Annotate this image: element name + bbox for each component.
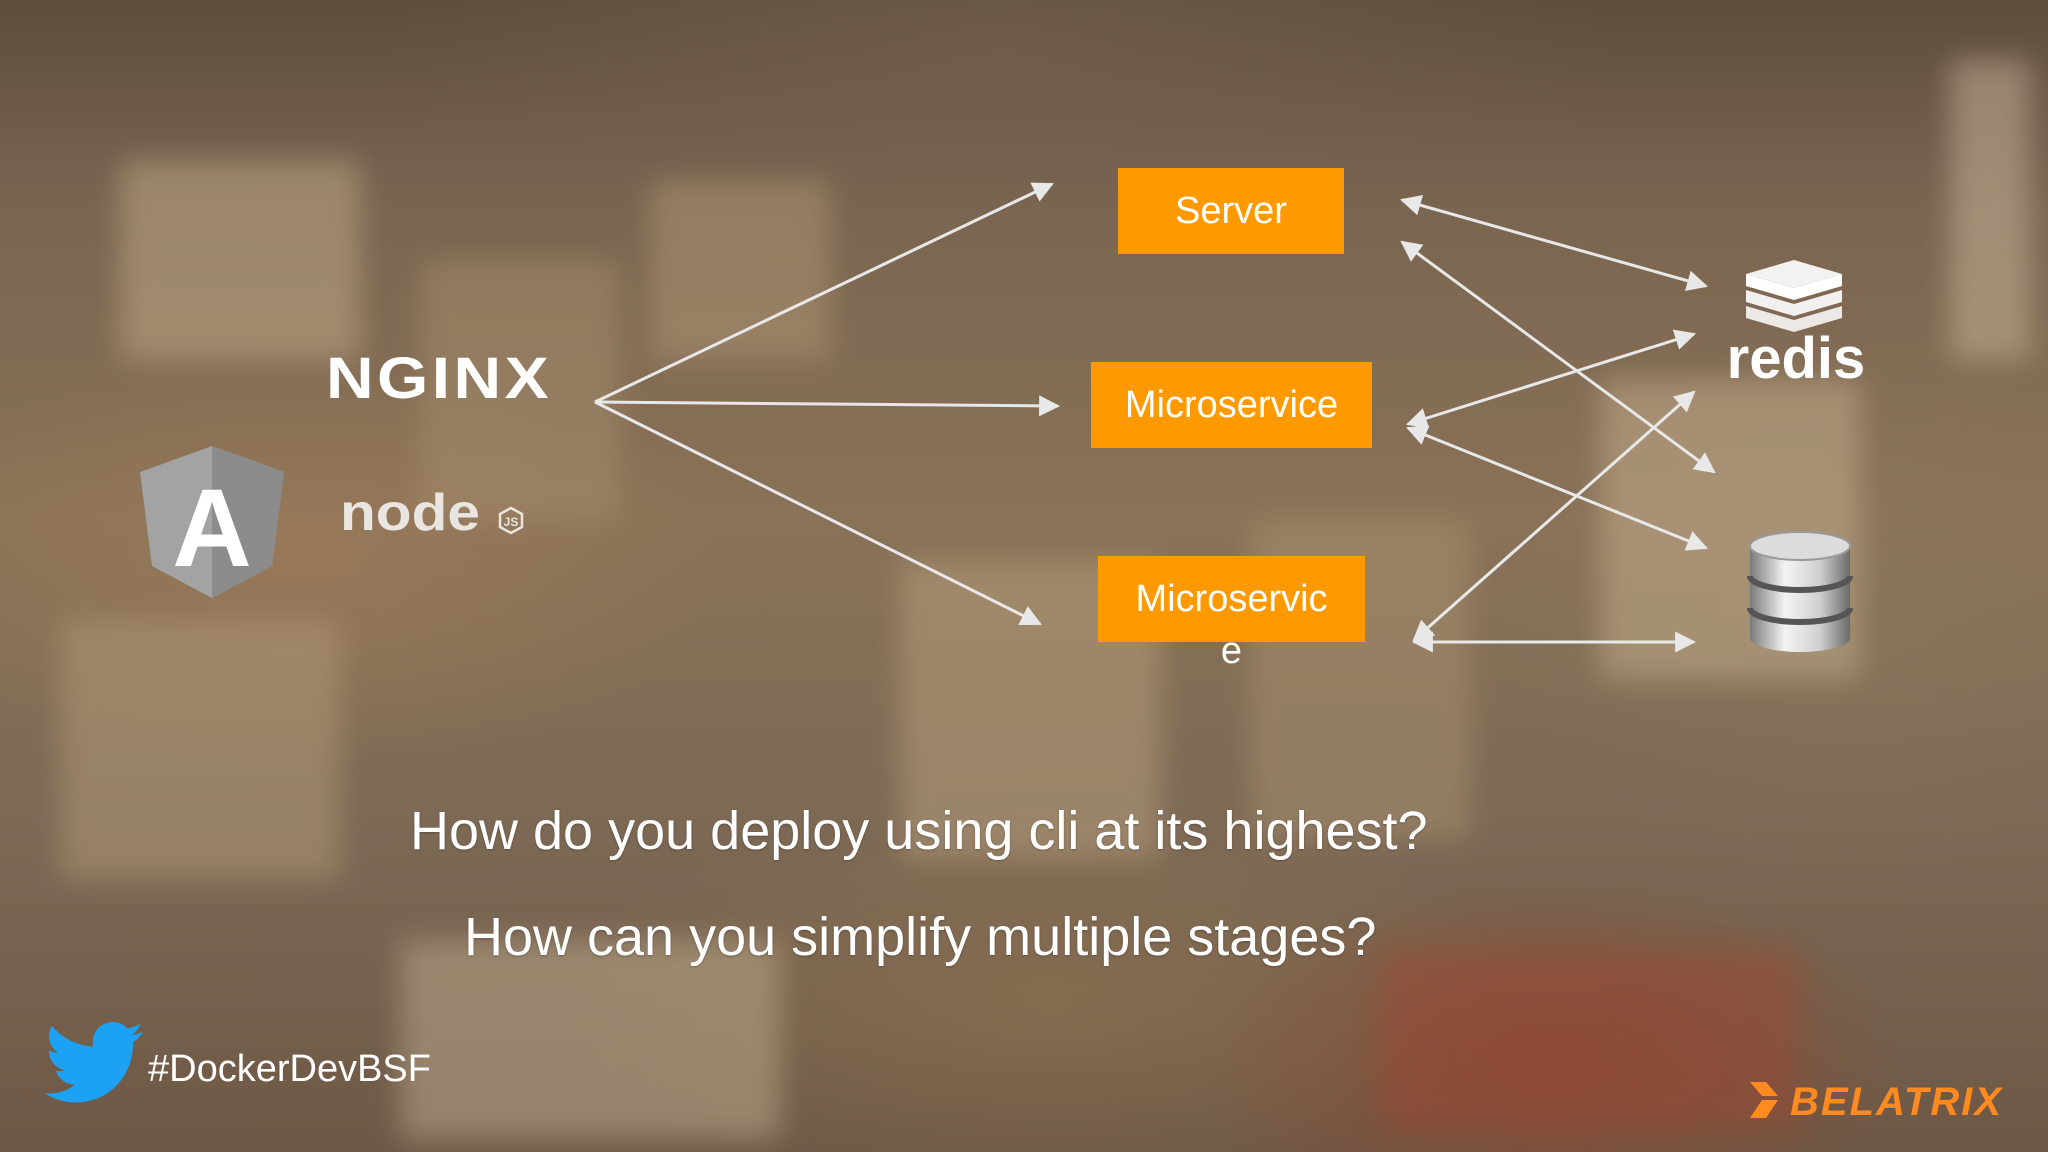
arrow-server-redis (1399, 195, 1709, 291)
twitter-icon (44, 1021, 144, 1104)
nodejs-icon: node JS (340, 484, 540, 544)
arrow-nginx-microservice-1 (594, 395, 1061, 417)
arrow-microservice-1-redis (1405, 329, 1697, 429)
database-icon (1746, 530, 1854, 654)
question-1: How do you deploy using cli at its highe… (410, 801, 1428, 861)
microservice-box-1: Microservice (1091, 362, 1372, 448)
angular-icon: A (140, 446, 284, 598)
redis-icon: redis (1716, 250, 1876, 391)
belatrix-icon (1746, 1078, 1782, 1124)
question-2: How can you simplify multiple stages? (464, 907, 1377, 967)
node-logo-badge: JS (504, 515, 519, 529)
nginx-icon: NGINX (326, 346, 556, 411)
angular-logo-letter: A (172, 467, 251, 590)
microservice-box-2: Microservic (1098, 556, 1365, 642)
server-box: Server (1118, 168, 1344, 254)
arrow-microservice-2-redis (1412, 390, 1696, 642)
hashtag: #DockerDevBSF (148, 1048, 431, 1090)
node-logo-text: node (340, 484, 480, 542)
arrow-nginx-microservice-2 (594, 400, 1042, 626)
arrow-microservice-1-database (1406, 425, 1708, 551)
arrow-nginx-server (594, 182, 1054, 404)
redis-logo-text: redis (1727, 326, 1866, 390)
microservice-box-1-label: Microservice (1124, 383, 1339, 426)
server-box-label: Server (1175, 189, 1287, 232)
brand-name: BELATRIX (1790, 1080, 2004, 1124)
microservice-box-2-label: Microservic (1135, 577, 1328, 620)
nginx-logo-text: NGINX (326, 346, 552, 404)
microservice-box-2-label-overflow: e (1220, 630, 1243, 672)
